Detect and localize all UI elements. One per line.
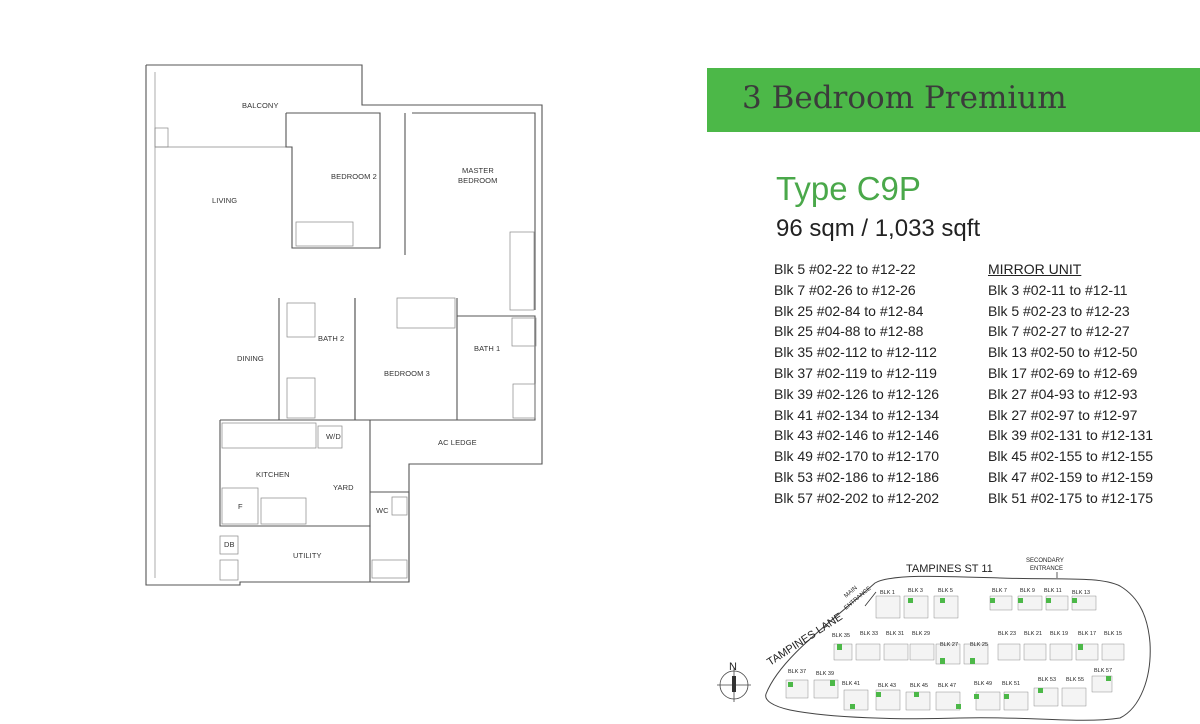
unit-size: 96 sqm / 1,033 sqft — [776, 215, 981, 242]
mirror-unit-item: Blk 3 #02-11 to #12-11 — [988, 281, 1128, 298]
unit-list-item: Blk 25 #04-88 to #12-88 — [774, 323, 924, 340]
unit-list-item: Blk 41 #02-134 to #12-134 — [774, 406, 940, 423]
room-label-bath-2: BATH 2 — [318, 334, 344, 343]
block-label: BLK 51 — [1002, 681, 1020, 687]
mirror-unit-item: Blk 51 #02-175 to #12-175 — [988, 489, 1154, 506]
room-label-bedroom-2: BEDROOM 2 — [331, 172, 377, 181]
block-label: BLK 23 — [998, 631, 1016, 637]
site-boundary — [765, 575, 1151, 721]
secondary-entrance-label-2: ENTRANCE — [1030, 566, 1063, 572]
unit-list-item: Blk 43 #02-146 to #12-146 — [774, 427, 940, 444]
mirror-unit-item: Blk 17 #02-69 to #12-69 — [988, 364, 1138, 381]
room-label-bath-1: BATH 1 — [474, 344, 500, 353]
mirror-unit-item: Blk 47 #02-159 to #12-159 — [988, 468, 1154, 485]
site-map: N TAMPINES ST 11 TAMPINES LANE SECONDARY… — [717, 558, 1151, 721]
block-label: BLK 13 — [1072, 590, 1090, 596]
block-label: BLK 15 — [1104, 631, 1122, 637]
unit-list-item: Blk 35 #02-112 to #12-112 — [774, 344, 937, 361]
unit-list-item: Blk 53 #02-186 to #12-186 — [774, 468, 940, 485]
arrow-icon — [864, 591, 877, 607]
room-label-ac-ledge: AC LEDGE — [438, 438, 477, 447]
floor-plan-walls — [145, 64, 543, 586]
mirror-unit-item: Blk 7 #02-27 to #12-27 — [988, 323, 1130, 340]
block-label: BLK 37 — [788, 669, 806, 675]
block-label: BLK 39 — [816, 671, 834, 677]
highlighted-units — [788, 598, 1111, 709]
block-label: BLK 5 — [938, 588, 953, 594]
room-label-dining: DINING — [237, 354, 264, 363]
block-label: BLK 25 — [970, 642, 988, 648]
title-bar: 3 Bedroom Premium — [707, 68, 1200, 132]
unit-type-title: Type C9P — [776, 170, 921, 207]
mirror-unit-item: Blk 5 #02-23 to #12-23 — [988, 302, 1130, 319]
block-label: BLK 19 — [1050, 631, 1068, 637]
unit-list: Blk 5 #02-22 to #12-22 Blk 7 #02-26 to #… — [774, 259, 939, 509]
block-label: BLK 47 — [938, 683, 956, 689]
secondary-entrance-label: SECONDARY — [1026, 558, 1064, 564]
block-label: BLK 31 — [886, 631, 904, 637]
block-label: BLK 53 — [1038, 677, 1056, 683]
block-label: BLK 7 — [992, 588, 1007, 594]
block-label: BLK 29 — [912, 631, 930, 637]
unit-list-item: Blk 25 #02-84 to #12-84 — [774, 302, 924, 319]
block-label: BLK 1 — [880, 590, 895, 596]
room-label-kitchen: KITCHEN — [256, 470, 290, 479]
unit-list-item: Blk 39 #02-126 to #12-126 — [774, 385, 940, 402]
room-label-utility: UTILITY — [293, 551, 322, 560]
road-label-tampines-st-11: TAMPINES ST 11 — [906, 563, 993, 575]
block-label: BLK 43 — [878, 683, 896, 689]
unit-category-title: 3 Bedroom Premium — [742, 80, 1067, 116]
block-label: BLK 41 — [842, 681, 860, 687]
mirror-unit-item: Blk 39 #02-131 to #12-131 — [988, 427, 1154, 444]
block-label: BLK 35 — [832, 633, 850, 639]
room-label-bedroom-3: BEDROOM 3 — [384, 369, 430, 378]
block-label: BLK 45 — [910, 683, 928, 689]
road-label-tampines-lane: TAMPINES LANE — [765, 611, 845, 669]
block-label: BLK 11 — [1044, 588, 1062, 594]
block-label: BLK 21 — [1024, 631, 1042, 637]
north-compass-icon — [717, 668, 751, 702]
block-label: BLK 17 — [1078, 631, 1096, 637]
unit-list-item: Blk 37 #02-119 to #12-119 — [774, 364, 937, 381]
room-label-yard: YARD — [333, 483, 354, 492]
room-label-wd: W/D — [326, 432, 341, 441]
room-label-living: LIVING — [212, 196, 237, 205]
room-label-balcony: BALCONY — [242, 101, 279, 110]
room-label-db: DB — [224, 540, 235, 549]
mirror-unit-item: Blk 27 #04-93 to #12-93 — [988, 385, 1138, 402]
mirror-unit-item: Blk 13 #02-50 to #12-50 — [988, 344, 1138, 361]
block-label: BLK 9 — [1020, 588, 1035, 594]
mirror-unit-heading: MIRROR UNIT — [988, 261, 1082, 277]
block-label: BLK 55 — [1066, 677, 1084, 683]
block-label: BLK 33 — [860, 631, 878, 637]
unit-list-item: Blk 57 #02-202 to #12-202 — [774, 489, 940, 506]
block-label: BLK 27 — [940, 642, 958, 648]
mirror-unit-list: MIRROR UNIT Blk 3 #02-11 to #12-11 Blk 5… — [988, 259, 1153, 509]
block-clusters — [785, 595, 1125, 711]
room-label-fridge: F — [238, 502, 243, 511]
unit-list-item: Blk 7 #02-26 to #12-26 — [774, 281, 916, 298]
unit-list-item: Blk 49 #02-170 to #12-170 — [774, 448, 940, 465]
block-label: BLK 57 — [1094, 668, 1112, 674]
north-label: N — [729, 661, 737, 673]
mirror-unit-item: Blk 45 #02-155 to #12-155 — [988, 448, 1154, 465]
block-label: BLK 3 — [908, 588, 923, 594]
block-label: BLK 49 — [974, 681, 992, 687]
room-label-wc: WC — [376, 506, 389, 515]
mirror-unit-item: Blk 27 #02-97 to #12-97 — [988, 406, 1138, 423]
unit-list-item: Blk 5 #02-22 to #12-22 — [774, 261, 916, 277]
